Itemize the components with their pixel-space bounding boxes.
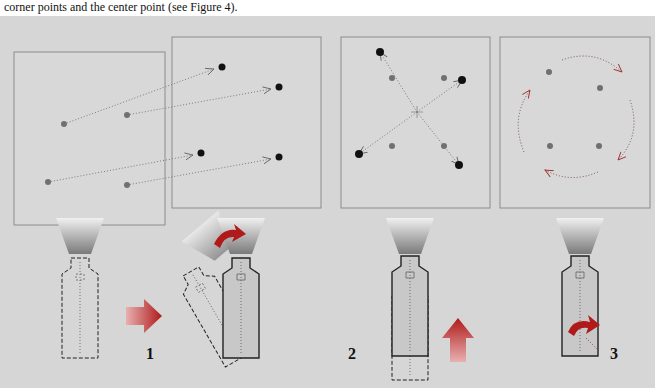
point-dot [389,75,395,81]
tilt-arrow [214,224,246,248]
motion-line [48,155,193,182]
twist-trail [586,338,598,350]
move-arrow [442,318,474,362]
motion-line [380,52,417,112]
point-dot [219,64,226,71]
panel-frame [14,52,165,225]
rotation-arc [618,100,634,160]
panel-frame [341,37,490,208]
caption-text: corner points and the center point (see … [4,0,238,15]
move-arrow [126,299,162,333]
point-dot [45,179,51,185]
motion-line [127,89,271,115]
cartridge [562,256,598,356]
motion-line [127,159,271,185]
light-funnel [56,218,104,254]
point-dot [441,75,447,81]
motion-line [64,69,214,124]
point-dot [597,85,603,91]
point-dot [546,69,552,75]
point-dot [376,48,384,56]
cartridge [62,258,98,358]
rotation-arc [562,56,622,72]
motion-line [417,112,459,165]
callout-number: 3 [610,345,618,363]
cartridge [223,258,259,358]
cartridge [392,256,428,356]
point-dot [455,161,463,169]
point-dot [441,143,447,149]
point-dot [124,112,130,118]
point-dot [355,150,363,158]
light-funnel [386,218,434,254]
panel-frame [500,37,650,208]
callout-number: 1 [146,345,154,363]
panel-frame [172,37,321,208]
point-dot [61,121,67,127]
rotation-arc [518,90,530,152]
twist-arrow [568,315,600,336]
point-dot [389,143,395,149]
point-dot [124,182,130,188]
point-dot [198,150,205,157]
page-band [0,0,655,16]
light-funnel [556,218,604,254]
motion-line [417,80,462,112]
point-dot [276,84,283,91]
callout-number: 2 [348,345,356,363]
point-dot [458,76,466,84]
point-dot [596,143,602,149]
point-dot [276,154,283,161]
rotation-arc [545,170,598,178]
motion-line [359,112,417,154]
point-dot [547,143,553,149]
